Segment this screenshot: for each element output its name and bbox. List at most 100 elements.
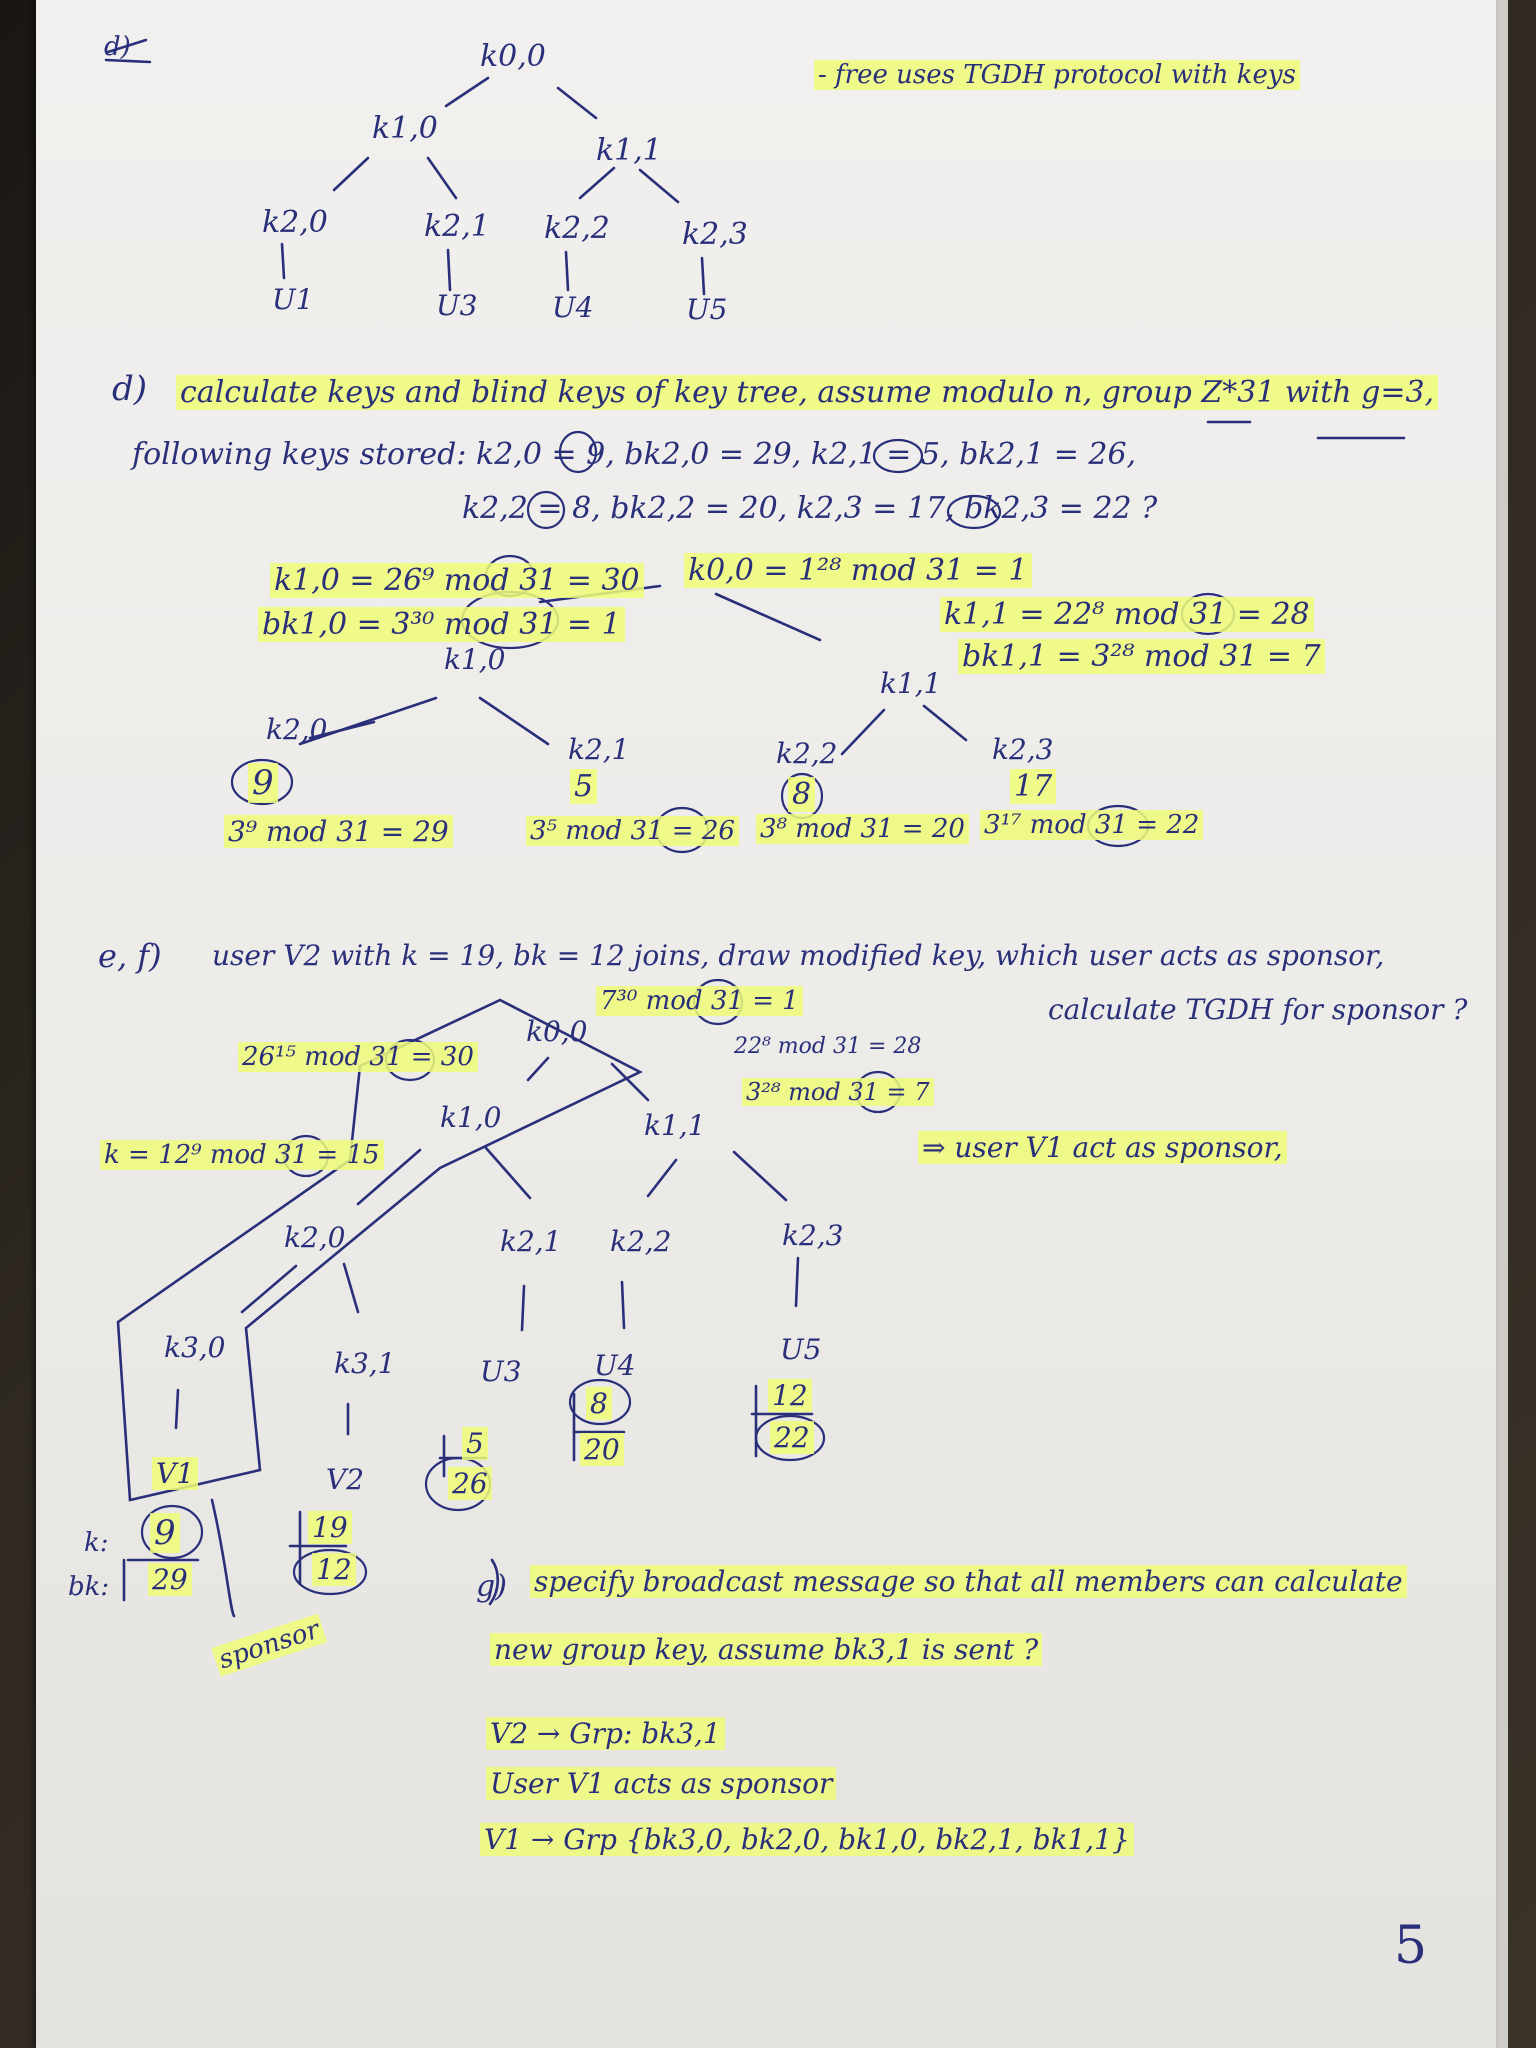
section-ef-k00-eq: 7³⁰ mod 31 = 1	[596, 986, 803, 1016]
tree-edge	[564, 250, 570, 292]
section-ef-v1-k-text: 9	[150, 1513, 180, 1553]
sponsor-arrow	[210, 1498, 236, 1618]
section-d-blind-k20: 3⁹ mod 31 = 29	[224, 815, 453, 848]
section-d-k00-eq: k0,0 = 1²⁸ mod 31 = 1	[684, 553, 1032, 588]
section-ef-sponsor-note-text: ⇒ user V1 act as sponsor,	[918, 1131, 1287, 1164]
section-d-node-k22: k2,2	[776, 737, 838, 770]
section-d-k00-eq-text: k0,0 = 1²⁸ mod 31 = 1	[684, 553, 1032, 588]
sponsor-path-outline	[116, 998, 643, 1502]
section-ef-v1-bk-label: bk:	[68, 1572, 110, 1602]
section-d-k10-eq-text: k1,0 = 26⁹ mod 31 = 30	[270, 563, 644, 598]
section-d-blind-k23-text: 3¹⁷ mod 31 = 22	[980, 810, 1204, 840]
section-d-key-k22-text: 8	[788, 777, 816, 812]
tree-edge	[700, 256, 706, 296]
section-ef-k11-eq1: 22⁸ mod 31 = 28	[734, 1034, 922, 1059]
section-ef-user-v1: V1	[152, 1457, 199, 1490]
section-ef-u5-k-text: 12	[768, 1379, 812, 1412]
section-d-k10-eq: k1,0 = 26⁹ mod 31 = 30	[270, 563, 644, 598]
section-d-node-k21: k2,1	[568, 733, 630, 766]
intro-node-k22: k2,2	[544, 211, 610, 246]
section-d-bk11-eq: bk1,1 = 3²⁸ mod 31 = 7	[958, 639, 1325, 674]
section-ef-node-k22: k2,2	[610, 1225, 672, 1258]
section-ef-k10-eq: 26¹⁵ mod 31 = 30	[238, 1042, 478, 1072]
tree-edge	[308, 720, 376, 740]
tree-edge	[240, 1264, 298, 1314]
section-g-question-2-text: new group key, assume bk3,1 is sent ?	[490, 1633, 1043, 1666]
tree-edge	[714, 592, 822, 642]
intro-leaf-u1: U1	[272, 283, 314, 316]
section-ef-node-k00: k0,0	[526, 1015, 588, 1048]
section-d-blind-k23: 3¹⁷ mod 31 = 22	[980, 810, 1204, 840]
circle-mark	[568, 1378, 632, 1426]
section-g-label: g)	[476, 1569, 507, 1604]
tree-edge	[526, 1056, 550, 1082]
page-number: 5	[1394, 1916, 1428, 1976]
section-d-key-k23-text: 17	[1010, 769, 1057, 804]
tree-edge	[620, 1280, 626, 1330]
section-ef-v2-bk-text: 12	[312, 1553, 356, 1586]
section-d-node-k20: k2,0	[266, 713, 328, 746]
circle-mark	[558, 430, 598, 474]
section-ef-question-2: calculate TGDH for sponsor ?	[1048, 993, 1468, 1026]
section-ef-user-v2: V2	[326, 1463, 365, 1496]
section-d-question-3: k2,2 = 8, bk2,2 = 20, k2,3 = 17, bk2,3 =…	[462, 491, 1158, 526]
section-d-key-k23: 17	[1010, 769, 1057, 804]
tree-edge	[298, 696, 438, 746]
section-ef-v1-k-label: k:	[84, 1528, 109, 1558]
section-ef-u4-k-text: 8	[586, 1387, 612, 1420]
tree-edge	[794, 1256, 800, 1308]
section-d-k11-eq-text: k1,1 = 22⁸ mod 31 = 28	[940, 597, 1314, 632]
circle-mark	[230, 758, 294, 806]
section-ef-u3-bk: 26	[448, 1467, 492, 1500]
intro-leaf-u5: U5	[686, 293, 728, 326]
section-d-node-k11: k1,1	[880, 667, 942, 700]
section-ef-v2-k-text: 19	[308, 1511, 352, 1544]
tree-edge	[444, 76, 490, 108]
section-ef-k11-eq2-text: 3²⁸ mod 31 = 7	[742, 1078, 934, 1106]
tree-edge	[342, 1262, 360, 1314]
tree-edge	[356, 1148, 422, 1206]
tree-edge	[732, 1150, 788, 1202]
section-g-answer-1-text: V2 → Grp: bk3,1	[486, 1717, 725, 1750]
section-g-answer-2: User V1 acts as sponsor	[486, 1767, 837, 1800]
section-ef-u3-k: 5	[462, 1427, 488, 1460]
section-d-question-1: calculate keys and blind keys of key tre…	[176, 375, 1439, 410]
section-d-key-k20-text: 9	[248, 763, 278, 803]
section-d-key-k21: 5	[570, 769, 598, 804]
section-ef-node-k20: k2,0	[284, 1221, 346, 1254]
tree-edge	[610, 1062, 650, 1102]
section-ef-v2-bk: 12	[312, 1553, 356, 1586]
section-d-blind-k21: 3⁵ mod 31 = 26	[526, 816, 739, 846]
tree-edge	[578, 166, 616, 200]
section-d-blind-k20-text: 3⁹ mod 31 = 29	[224, 815, 453, 848]
tree-edge	[638, 168, 680, 204]
section-ef-u4-bk-text: 20	[580, 1433, 624, 1466]
section-ef-label: e, f)	[98, 937, 162, 975]
section-g-question-1: specify broadcast message so that all me…	[530, 1565, 1407, 1598]
section-d-bk11-eq-text: bk1,1 = 3²⁸ mod 31 = 7	[958, 639, 1325, 674]
tree-edge	[174, 1388, 180, 1430]
tree-edge	[922, 704, 968, 742]
tree-edge	[840, 708, 886, 756]
section-d-bk10-eq-text: bk1,0 = 3³⁰ mod 31 = 1	[258, 607, 625, 642]
section-d-blind-k21-text: 3⁵ mod 31 = 26	[526, 816, 739, 846]
circle-mark	[526, 490, 566, 530]
tree-edge	[280, 242, 286, 280]
section-d-key-k22: 8	[788, 777, 816, 812]
section-d-blind-k22: 3⁸ mod 31 = 20	[756, 814, 969, 844]
intro-node-k20: k2,0	[262, 205, 328, 240]
section-ef-v2-k: 19	[308, 1511, 352, 1544]
strike-stroke	[106, 38, 148, 54]
section-ef-node-k21: k2,1	[500, 1225, 562, 1258]
intro-node-k11: k1,1	[596, 133, 662, 168]
tree-edge	[332, 156, 370, 192]
section-g-question-2: new group key, assume bk3,1 is sent ?	[490, 1633, 1043, 1666]
tree-edge	[484, 1146, 532, 1200]
section-g-answer-3-text: V1 → Grp {bk3,0, bk2,0, bk1,0, bk2,1, bk…	[480, 1823, 1134, 1856]
circle-mark	[872, 438, 924, 474]
tree-edge	[446, 248, 452, 292]
intro-leaf-u3: U3	[436, 289, 478, 322]
section-ef-question-1: user V2 with k = 19, bk = 12 joins, draw…	[212, 939, 1385, 972]
section-ef-user-u5: U5	[780, 1333, 822, 1366]
section-g-answer-1: V2 → Grp: bk3,1	[486, 1717, 725, 1750]
